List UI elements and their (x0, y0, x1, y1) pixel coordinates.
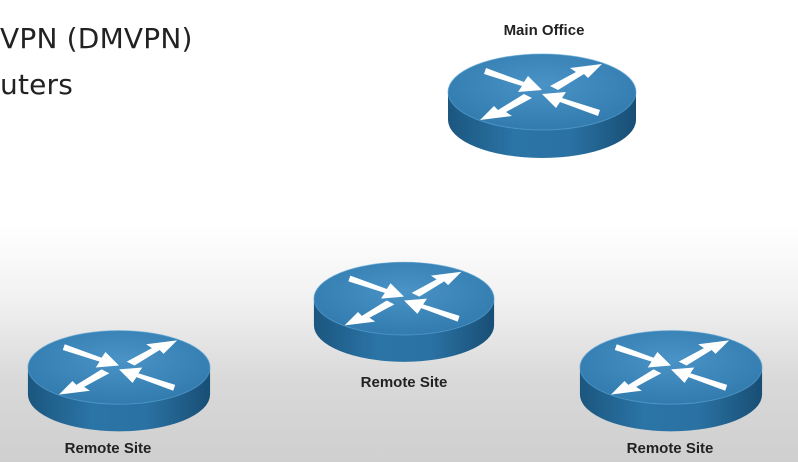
router-label-remote-site-center: Remote Site (360, 374, 448, 391)
slide-title-line-2: uters (0, 68, 74, 101)
slide-title-line-1: VPN (DMVPN) (0, 22, 193, 55)
router-icon (26, 328, 212, 434)
router-icon (312, 260, 496, 364)
router-label-remote-site-right: Remote Site (626, 440, 714, 457)
router-icon (578, 328, 764, 434)
router-label-remote-site-left: Remote Site (64, 440, 152, 457)
router-icon (446, 52, 638, 160)
router-label-main-office: Main Office (503, 22, 585, 39)
